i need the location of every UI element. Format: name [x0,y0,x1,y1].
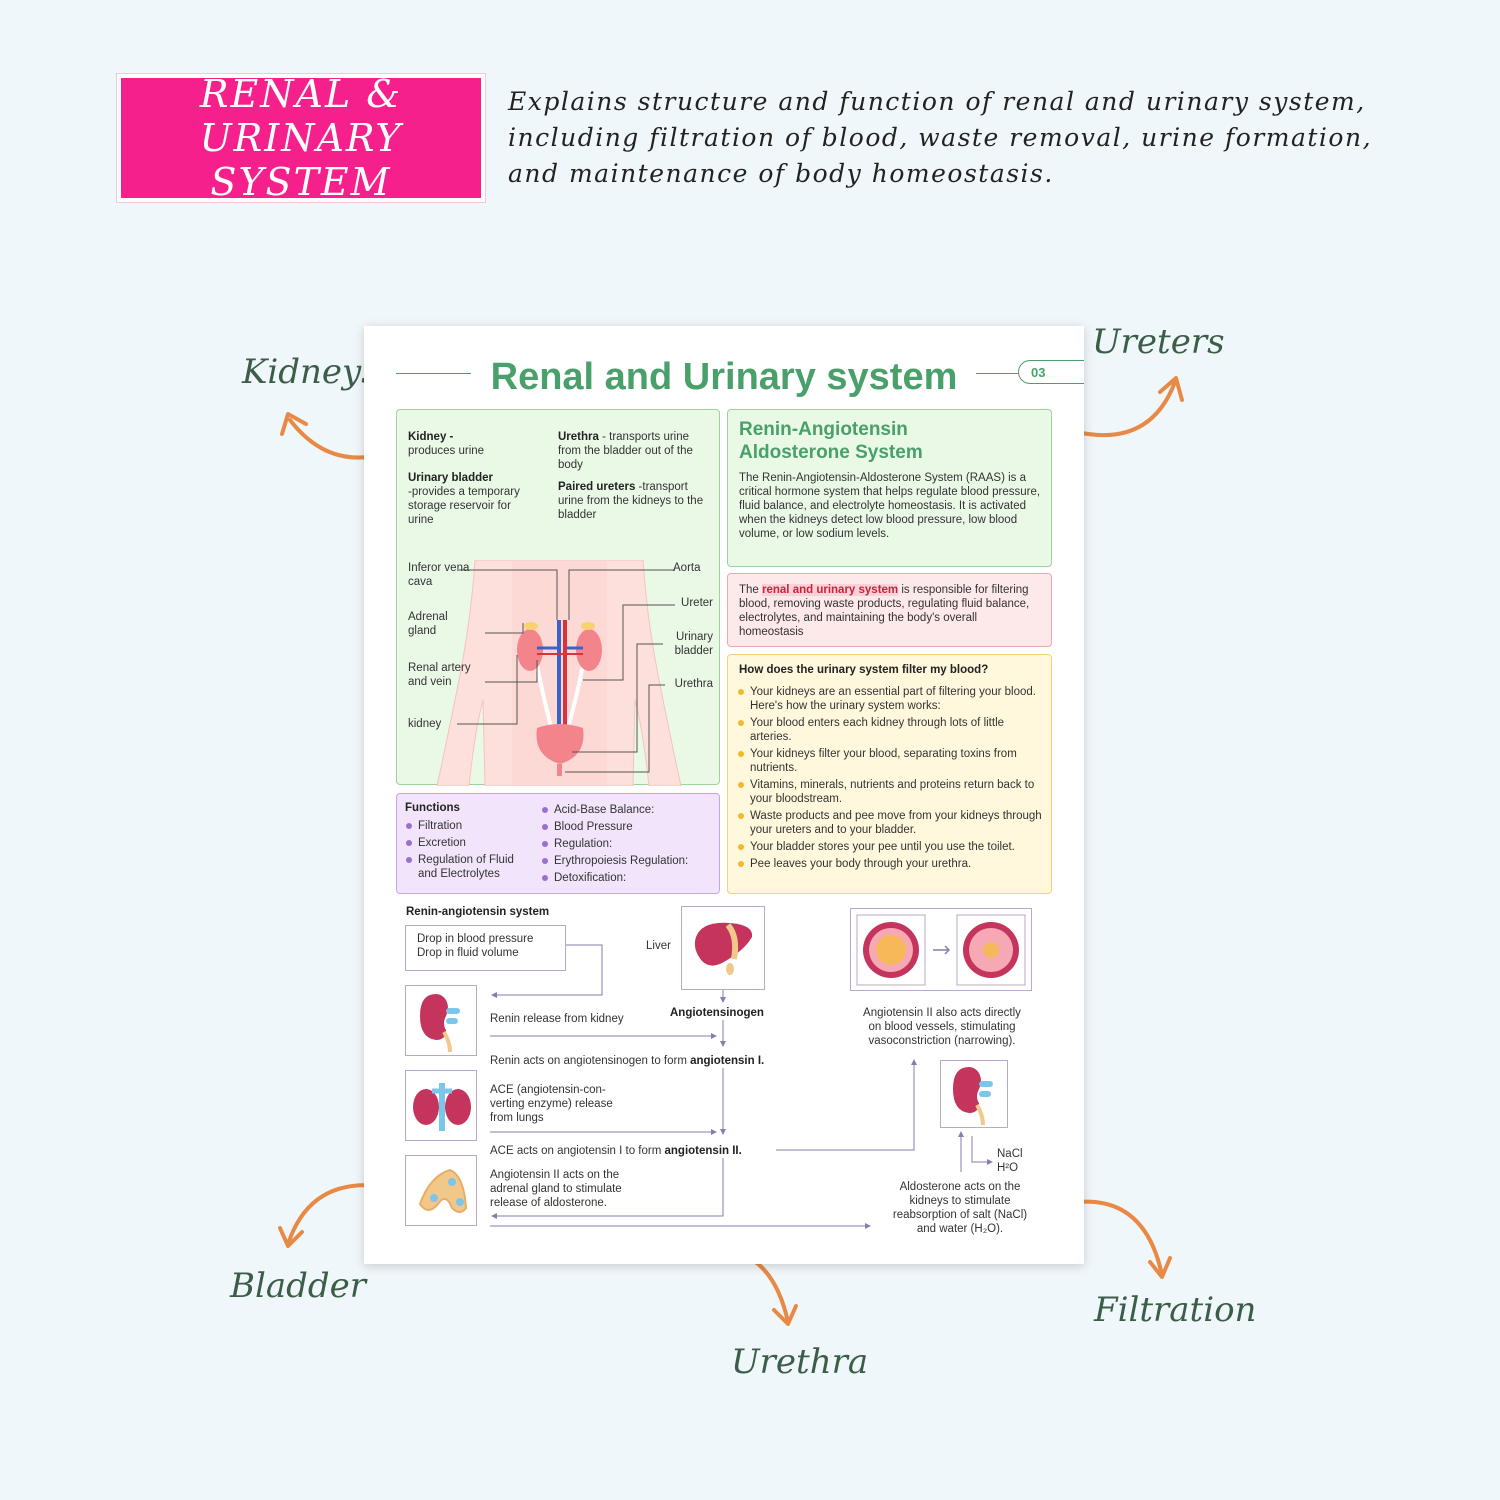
aldosterone-text: Aldosterone acts on the kidneys to stimu… [892,1181,1028,1235]
filter-heading: How does the urinary system filter my bl… [739,664,989,676]
vessel-icon-box [850,908,1032,991]
label-bladder: Urinary bladder [674,631,713,657]
flow-heading: Renin-angiotensin system [406,906,550,918]
label-kidney: kidney [408,718,442,730]
raas-panel: Renin-Angiotensin Aldosterone System The… [727,409,1052,567]
label-ureter: Ureter [681,597,713,609]
vessels-text: Angiotensin II also acts directly on blo… [863,1007,1021,1047]
renin-acts-bold: angiotensin I. [690,1055,765,1067]
study-sheet: Renal and Urinary system 03 Kidney - pro… [364,326,1084,1264]
function-item: Blood Pressure [541,820,716,834]
filter-step: Your kidneys filter your blood, separati… [737,747,1042,775]
functions-heading: Functions [405,802,460,814]
flow-connectors [490,944,993,1229]
function-item: Regulation of Fluid and Electrolytes [405,853,535,881]
ace-release-text: ACE (angiotensin-con- verting enzyme) re… [490,1084,613,1124]
kidney-right-icon-box [940,1060,1008,1128]
adrenal-text: Angiotensin II acts on the adrenal gland… [490,1169,622,1209]
badge-title: RENAL & URINARY SYSTEM [199,72,403,204]
kidney-term: Kidney - [408,431,454,443]
sheet-title: Renal and Urinary system [490,356,958,398]
angiotensinogen-label: Angiotensinogen [670,1007,764,1019]
h2o-label: H²O [997,1162,1019,1174]
role-highlight: renal and urinary system [762,584,899,596]
ureters-desc: -transport urine from the kidneys to the… [558,481,704,521]
filter-step: Your blood enters each kidney through lo… [737,716,1042,744]
title-rule-left [396,373,471,374]
filter-step: Your kidneys are an essential part of fi… [737,685,1042,713]
label-urethra: Urethra [674,678,713,690]
callout-filtration: Filtration [1094,1290,1257,1330]
urethra-definition: Urethra - transports urine from the blad… [558,430,713,472]
tagline: Explains structure and function of renal… [508,87,1373,188]
kidney-desc: produces urine [408,445,485,457]
function-item: Regulation: [541,837,716,851]
ureters-term: Paired ureters [558,481,636,493]
arrow-filtration [1075,1199,1164,1277]
functions-panel: Functions Filtration Excretion Regulatio… [396,793,720,894]
callout-bladder: Bladder [230,1266,367,1306]
ureters-definition: Paired ureters -transport urine from the… [558,480,713,522]
function-item: Filtration [405,819,535,833]
kidneys-pair-icon [413,1083,471,1131]
bladder-definition: Urinary bladder -provides a temporary st… [408,471,533,527]
function-item: Erythropoiesis Regulation: [541,854,716,868]
renin-acts-text: Renin acts on angiotensinogen to form an… [490,1054,820,1068]
ace-acts-pre: ACE acts on angiotensin I to form [490,1145,665,1157]
callout-urethra: Urethra [731,1342,869,1382]
role-pre: The [739,584,763,596]
function-item: Excretion [405,836,535,850]
renin-acts-pre: Renin acts on angiotensinogen to form [490,1055,691,1067]
title-badge: RENAL & URINARY SYSTEM [117,72,485,204]
label-ivc: Inferor vena cava [408,562,470,588]
filter-step: Your bladder stores your pee until you u… [737,840,1042,854]
urinary-anatomy-illustration [436,560,682,786]
label-adrenal: Adrenal gland [408,611,448,637]
filter-step: Waste products and pee move from your ki… [737,809,1042,837]
ace-acts-bold: angiotensin II. [664,1145,742,1157]
bladder-term: Urinary bladder [408,472,493,484]
function-item: Acid-Base Balance: [541,803,716,817]
arrow-ureters [1075,380,1177,438]
functions-list-left: Filtration Excretion Regulation of Fluid… [405,819,535,884]
filter-panel: How does the urinary system filter my bl… [727,654,1052,894]
role-post: is responsible for filtering blood, remo… [739,584,1030,638]
functions-list-right: Acid-Base Balance: Blood Pressure Regula… [541,803,716,888]
liver-icon-box [681,906,765,990]
raas-body: The Renin-Angiotensin-Aldosterone System… [739,472,1041,540]
callout-kidneys: Kidneys [242,352,379,392]
adrenal-icon-box [405,1155,477,1226]
urethra-desc: - transports urine from the bladder out … [558,431,693,471]
kidney-icon [953,1067,993,1126]
kidney-definition: Kidney - produces urine [408,430,538,458]
filter-step: Vitamins, minerals, nutrients and protei… [737,778,1042,806]
filter-step: Pee leaves your body through your urethr… [737,857,1042,871]
kidneys-pair-icon-box [405,1070,477,1141]
renin-release-text: Renin release from kidney [490,1013,624,1025]
anatomy-panel: Kidney - produces urine Urinary bladder … [396,409,720,786]
label-renal: Renal artery and vein [408,662,471,688]
trigger-text: Drop in blood pressure Drop in fluid vol… [417,933,534,959]
vasoconstriction-icon [856,914,1026,986]
function-item: Detoxification: [541,871,716,885]
raas-heading: Renin-Angiotensin Aldosterone System [739,419,923,463]
trigger-box: Drop in blood pressure Drop in fluid vol… [405,925,566,971]
urethra-term: Urethra [558,431,599,443]
page-number: 03 [1018,360,1084,384]
bladder-desc: -provides a temporary storage reservoir … [408,486,520,526]
filter-steps: Your kidneys are an essential part of fi… [737,685,1042,874]
liver-label: Liver [646,940,671,952]
kidney-icon-box [405,985,477,1056]
role-panel: The renal and urinary system is responsi… [727,573,1052,647]
label-aorta: Aorta [673,562,701,574]
role-text: The renal and urinary system is responsi… [739,583,1044,639]
kidney-icon [420,994,460,1053]
title-rule-right [976,373,1018,374]
callout-ureters: Ureters [1092,322,1225,362]
ace-acts-text: ACE acts on angiotensin I to form angiot… [490,1144,790,1158]
adrenal-gland-icon [418,1168,468,1213]
nacl-label: NaCl [997,1148,1023,1160]
liver-icon [694,922,753,975]
